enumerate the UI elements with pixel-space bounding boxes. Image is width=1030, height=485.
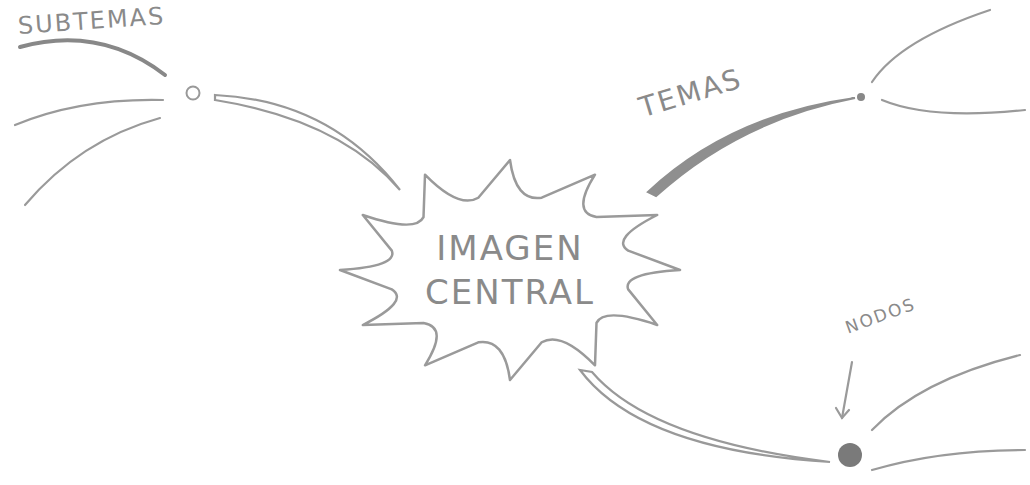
branch-label: SUBTEMAS [17,2,166,40]
starburst-outline [340,160,680,380]
central-starburst: IMAGEN CENTRAL [340,160,680,380]
branch-label: NODOS [843,294,919,338]
central-title: IMAGEN CENTRAL [405,226,615,314]
branch-label: TEMAS [635,62,746,125]
